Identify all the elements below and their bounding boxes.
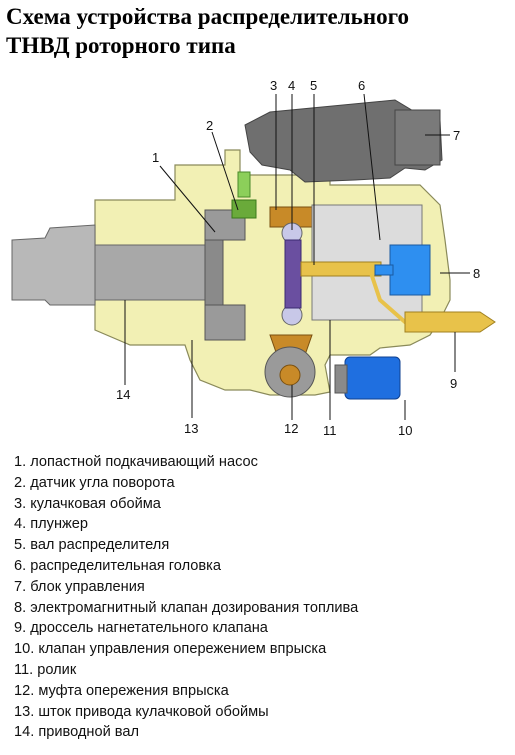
legend-item-2: 2. датчик угла поворота xyxy=(14,474,175,491)
delivery-valve-throttle xyxy=(404,311,496,333)
legend-item-8: 8. электромагнитный клапан дозирования т… xyxy=(14,599,359,616)
legend-item-6: 6. распределительная головка xyxy=(14,557,221,574)
legend-item-7: 7. блок управления xyxy=(14,578,145,595)
angle-sensor-base xyxy=(231,199,257,219)
distributor-shaft xyxy=(300,261,382,277)
vane-pump-lower xyxy=(204,304,246,341)
legend-item-9: 9. дроссель нагнетательного клапана xyxy=(14,620,268,637)
control-unit-connector xyxy=(394,109,441,166)
legend-item-14: 14. приводной вал xyxy=(14,724,140,741)
title-line-2: ТНВД роторного типа xyxy=(6,33,236,58)
timing-valve xyxy=(344,356,401,400)
callout-1: 1 xyxy=(152,150,159,165)
callout-4: 4 xyxy=(288,78,295,93)
plunger xyxy=(284,239,302,309)
vane-pump xyxy=(204,209,246,241)
control-unit xyxy=(244,99,443,183)
callout-14: 14 xyxy=(116,387,130,402)
angle-sensor xyxy=(237,171,251,198)
legend-item-4: 4. плунжер xyxy=(14,516,88,533)
metering-solenoid-tip xyxy=(374,264,394,276)
callout-6: 6 xyxy=(358,78,365,93)
callout-12: 12 xyxy=(284,421,298,436)
page-title: Схема устройства распределительного ТНВД… xyxy=(6,2,511,60)
metering-solenoid xyxy=(389,244,431,296)
title-line-1: Схема устройства распределительного xyxy=(6,4,409,29)
drive-shaft-body xyxy=(94,244,216,301)
legend-list: 1. лопастной подкачивающий насос 2. датч… xyxy=(14,452,509,743)
callout-8: 8 xyxy=(473,266,480,281)
shaft-gear xyxy=(204,239,224,306)
leader-lines xyxy=(124,93,470,420)
callout-13: 13 xyxy=(184,421,198,436)
legend-item-11: 11. ролик xyxy=(14,661,77,678)
legend-item-13: 13. шток привода кулачковой обоймы xyxy=(14,703,269,720)
legend-item-12: 12. муфта опережения впрыска xyxy=(14,682,229,699)
legend-item-10: 10. клапан управления опережением впрыск… xyxy=(14,641,327,658)
callout-10: 10 xyxy=(398,423,412,438)
callout-11: 11 xyxy=(323,423,337,438)
timing-valve-base xyxy=(334,364,348,394)
callout-9: 9 xyxy=(450,376,457,391)
callout-3: 3 xyxy=(270,78,277,93)
legend-item-1: 1. лопастной подкачивающий насос xyxy=(14,454,258,470)
callout-7: 7 xyxy=(453,128,460,143)
callout-5: 5 xyxy=(310,78,317,93)
pump-diagram: 1 2 3 4 5 6 7 8 9 10 11 12 13 14 xyxy=(11,78,496,438)
legend-item-5: 5. вал распределителя xyxy=(14,537,170,554)
legend-item-3: 3. кулачковая обойма xyxy=(14,495,161,512)
drive-shaft xyxy=(11,224,96,306)
callout-2: 2 xyxy=(206,118,213,133)
timing-sleeve-inner xyxy=(279,364,301,386)
